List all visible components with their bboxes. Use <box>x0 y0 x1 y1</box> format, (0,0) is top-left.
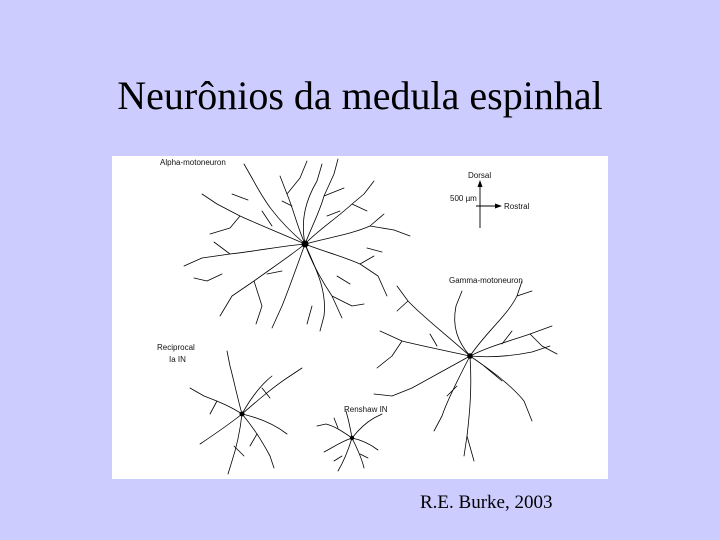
slide-title: Neurônios da medula espinhal <box>117 73 603 118</box>
label-gamma-motoneuron: Gamma-motoneuron <box>449 276 523 285</box>
label-scale: 500 µm <box>450 194 477 203</box>
neuron-figure: Alpha-motoneuron Gamma-motoneuron Recipr… <box>112 156 608 479</box>
label-reciprocal: Reciprocal <box>157 343 195 352</box>
label-rostral: Rostral <box>504 202 530 211</box>
reciprocal-ia-in-drawing <box>189 350 303 475</box>
label-dorsal: Dorsal <box>468 171 491 180</box>
label-ia-in: Ia IN <box>169 355 186 364</box>
dorsal-arrowhead <box>477 180 483 187</box>
orientation-marker: Dorsal 500 µm Rostral <box>450 171 530 228</box>
neuron-drawings: Alpha-motoneuron Gamma-motoneuron Recipr… <box>157 158 558 475</box>
label-alpha-motoneuron: Alpha-motoneuron <box>160 158 226 167</box>
gamma-motoneuron-drawing <box>373 280 558 462</box>
rostral-arrowhead <box>495 203 502 209</box>
alpha-motoneuron-drawing <box>183 158 411 332</box>
label-renshaw-in: Renshaw IN <box>344 405 388 414</box>
figure-credit: R.E. Burke, 2003 <box>420 492 553 513</box>
renshaw-in-drawing <box>316 410 383 472</box>
